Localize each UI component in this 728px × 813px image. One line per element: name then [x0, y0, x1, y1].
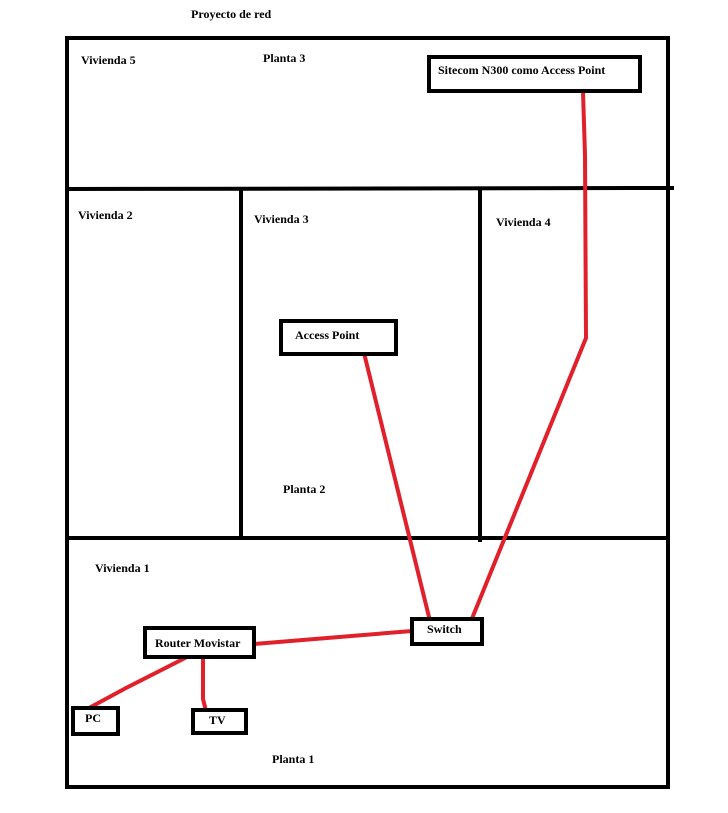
device-switch: Switch — [410, 617, 484, 646]
cable-router-pc — [87, 655, 189, 710]
floor-label-planta-2: Planta 2 — [283, 482, 325, 496]
device-box — [71, 706, 120, 736]
device-box — [410, 617, 484, 646]
dwelling-label-vivienda-3: Vivienda 3 — [254, 212, 309, 226]
wall-floor-3-2 — [64, 185, 675, 192]
cable-access-point-switch — [362, 351, 432, 623]
floor-label-planta-3: Planta 3 — [263, 51, 305, 65]
cable-router-tv — [201, 657, 208, 713]
network-cables — [87, 90, 588, 713]
device-access-point: Access Point — [279, 319, 398, 356]
device-pc: PC — [71, 706, 120, 736]
device-box — [427, 55, 642, 93]
device-label: Router Movistar — [155, 636, 241, 650]
building-outline — [65, 36, 670, 789]
device-box — [191, 708, 248, 735]
device-label: PC — [85, 711, 101, 725]
dwelling-label-vivienda-1: Vivienda 1 — [95, 561, 150, 575]
device-label: Switch — [427, 622, 462, 636]
device-sitecom-access-point: Sitecom N300 como Access Point — [427, 55, 642, 93]
building-walls — [64, 36, 675, 789]
cable-router-switch — [252, 629, 414, 646]
dwelling-label-vivienda-2: Vivienda 2 — [78, 208, 133, 222]
device-router-movistar: Router Movistar — [143, 626, 256, 659]
device-label: Sitecom N300 como Access Point — [438, 63, 605, 77]
device-box — [143, 626, 256, 659]
device-box — [279, 319, 398, 356]
dwelling-label-vivienda-4: Vivienda 4 — [496, 215, 551, 229]
cable-sitecom-switch — [469, 90, 588, 623]
floor-label-planta-1: Planta 1 — [272, 752, 314, 766]
diagram-title: Proyecto de red — [191, 7, 272, 21]
device-label: Access Point — [295, 328, 359, 342]
device-tv: TV — [191, 708, 248, 735]
device-label: TV — [209, 713, 226, 727]
dwelling-label-vivienda-5: Vivienda 5 — [81, 53, 136, 67]
